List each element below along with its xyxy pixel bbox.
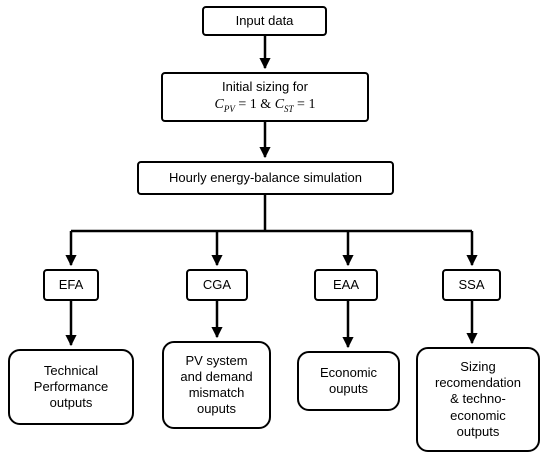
cga-output-line: ouputs	[196, 401, 237, 417]
eaa-output-line: ouputs	[328, 381, 369, 396]
initial-sizing-label: Initial sizing for	[222, 79, 308, 95]
ssa-output-box: Sizing recomendation & techno- economic …	[416, 347, 540, 452]
simulation-label: Hourly energy-balance simulation	[169, 169, 362, 185]
efa-output-line: Technical	[43, 362, 99, 378]
ssa-output-line: economic	[450, 407, 506, 423]
cga-box: CGA	[186, 269, 248, 301]
efa-label: EFA	[58, 276, 84, 292]
eaa-output-line: Economic	[319, 364, 378, 380]
ssa-output-line: & techno-	[450, 391, 506, 407]
initial-sizing-box: Initial sizing for CPV = 1 & CST = 1	[161, 72, 369, 122]
ssa-label: SSA	[458, 276, 485, 292]
efa-box: EFA	[43, 269, 99, 301]
initial-sizing-formula: CPV = 1 & CST = 1	[214, 96, 316, 114]
ssa-output-line: outputs	[456, 423, 500, 439]
cga-output-line: PV system	[185, 352, 248, 368]
cga-label: CGA	[202, 276, 232, 292]
ssa-box: SSA	[442, 269, 501, 301]
simulation-box: Hourly energy-balance simulation	[137, 161, 394, 195]
eaa-box: EAA	[314, 269, 378, 301]
cga-output-line: and demand	[180, 368, 253, 384]
eaa-label: EAA	[332, 276, 359, 292]
input-data-label: Input data	[235, 12, 294, 28]
cga-output-line: mismatch	[188, 385, 245, 400]
cga-output-box: PV system and demand mismatch ouputs	[162, 341, 271, 429]
efa-output-line: Performance	[33, 378, 109, 394]
input-data-box: Input data	[202, 6, 327, 36]
ssa-output-line: Sizing	[460, 358, 496, 374]
efa-output-line: outputs	[49, 395, 93, 411]
efa-output-box: Technical Performance outputs	[8, 349, 134, 425]
ssa-output-line: recomendation	[435, 375, 521, 391]
eaa-output-box: Economic ouputs	[297, 351, 400, 411]
